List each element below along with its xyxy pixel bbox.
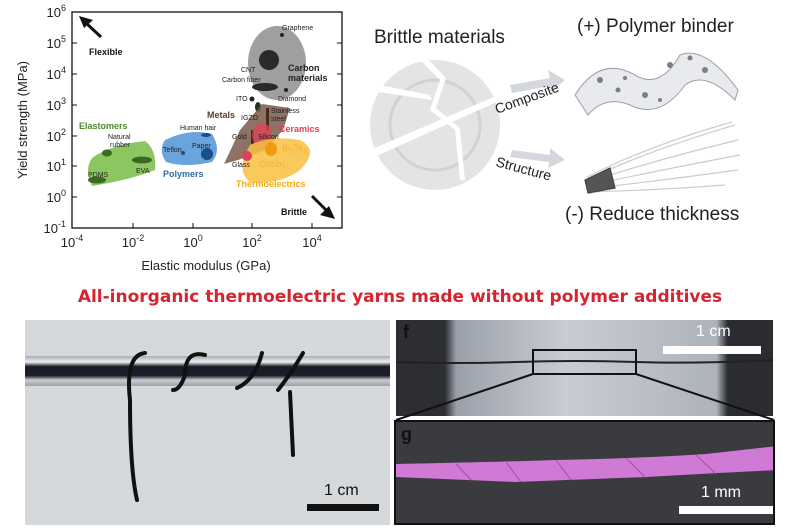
structure-arrow-icon [510,148,565,168]
y-tick-label: 101 [47,157,66,174]
label-metals: Metals [207,110,235,120]
annotation-paper: Paper [192,143,211,150]
yarn-drawing [127,351,305,502]
label-brittle: Brittle [281,207,307,217]
annotation-ito: ITO [236,96,248,103]
panel-g-sem: g 1 mm [394,420,775,525]
y-tick-label: 106 [47,3,66,20]
pdms-mark [88,176,106,184]
glass-mark [242,151,252,161]
region-thermoelectrics [242,138,310,183]
annotation-gold: Gold [232,134,247,141]
plot-frame [71,11,343,229]
label-ceramics: Ceramics [279,124,320,134]
carbon-fiber-mark [252,83,278,91]
paper-mark [201,148,213,160]
y-tick-label: 105 [47,34,66,51]
g-scale-label: 1 mm [701,484,741,501]
yarn-wrapped-rod-photo: 1 cm [25,320,390,525]
polymer-binder-label: (+) Polymer binder [577,16,734,37]
panel-g-label: g [401,424,412,444]
y-tick-label: 104 [47,65,66,82]
label-materials: materials [288,73,328,83]
label-thermoelectrics: Thermoelectrics [236,179,306,189]
cnt-mark [259,50,279,70]
diamond-mark [284,88,288,92]
label-carbon: Carbon [288,63,320,73]
label-flexible: Flexible [89,47,123,57]
polymer-composite-film-icon [574,52,739,116]
natural-rubber-mark [102,149,112,157]
annotation-natural: Natural [108,134,131,141]
annotation-eva: EVA [136,168,150,175]
graphene-mark [280,33,284,37]
label-polymers: Polymers [163,169,204,179]
brittle-materials-label: Brittle materials [374,27,505,48]
f-scale-label: 1 cm [696,323,731,340]
stainless-mark [266,108,269,130]
reduce-thickness-label: (-) Reduce thickness [565,204,739,225]
x-tick-label: 102 [242,233,261,250]
left-scale-label: 1 cm [324,482,359,499]
annotation-diamond: Diamond [278,96,306,103]
x-tick-label: 10-2 [122,233,144,250]
annotation-pdms: PDMS [88,172,109,179]
y-tick-label: 103 [47,96,66,113]
g-scale-bar [679,506,773,514]
label-bi2te3: Bi2Te3 [282,143,307,155]
annotation-igzo: IGZO [241,115,259,122]
annotation-carbon-fiber: Carbon fiber [222,77,261,84]
y-tick-label: 100 [47,188,66,205]
metal-rod [25,356,390,386]
eva-mark [132,156,152,164]
annotation-stainless: Stainless [271,108,300,115]
annotation-graphene: Graphene [282,25,313,32]
x-tick-label: 100 [183,233,202,250]
panel-f-photo: f 1 cm [396,320,773,416]
fiber-bundle-icon [584,121,741,194]
annotation-human-hair: Human hair [180,125,217,132]
ito-mark [249,96,255,102]
left-scale-bar [307,504,379,511]
annotation-cnt: CNT [241,67,256,74]
y-tick-label: 10-1 [44,219,66,236]
headline: All-inorganic thermoelectric yarns made … [77,287,723,307]
concept-schematic: Brittle materials (+) Polymer binder (-)… [370,16,741,225]
ashby-chart: 10-4 10-2 100 102 104 106 105 104 103 10… [15,3,343,273]
zoom-box [532,349,637,375]
bi2te3-mark [265,142,277,156]
y-tick-label: 102 [47,127,66,144]
yarn-stretched [396,349,773,375]
f-scale-bar [663,346,761,354]
x-tick-label: 104 [302,233,321,250]
x-tick-label: 10-4 [61,233,83,250]
broken-plate-icon [370,55,510,190]
annotation-silicon: Silicon [258,134,279,141]
panel-f-label: f [403,322,409,342]
flexible-arrow-icon [79,16,103,39]
teflon-mark [181,151,185,155]
yarn-sem [396,446,773,483]
ticks [71,42,342,228]
x-axis-label: Elastic modulus (GPa) [141,258,270,273]
y-axis-label: Yield strength (MPa) [15,61,30,179]
annotation-rubber: rubber [110,142,131,149]
annotation-teflon: Teflon [163,147,182,154]
annotation-steel: steel [271,116,286,123]
human-hair-mark [201,133,211,137]
label-elastomers: Elastomers [79,121,128,131]
zoom-lines [395,373,775,421]
annotation-glass: Glass [232,162,250,169]
brittle-arrow-icon [310,194,335,219]
composite-arrow-icon [510,70,565,93]
label-cosb3: CoSb3 [259,159,286,171]
